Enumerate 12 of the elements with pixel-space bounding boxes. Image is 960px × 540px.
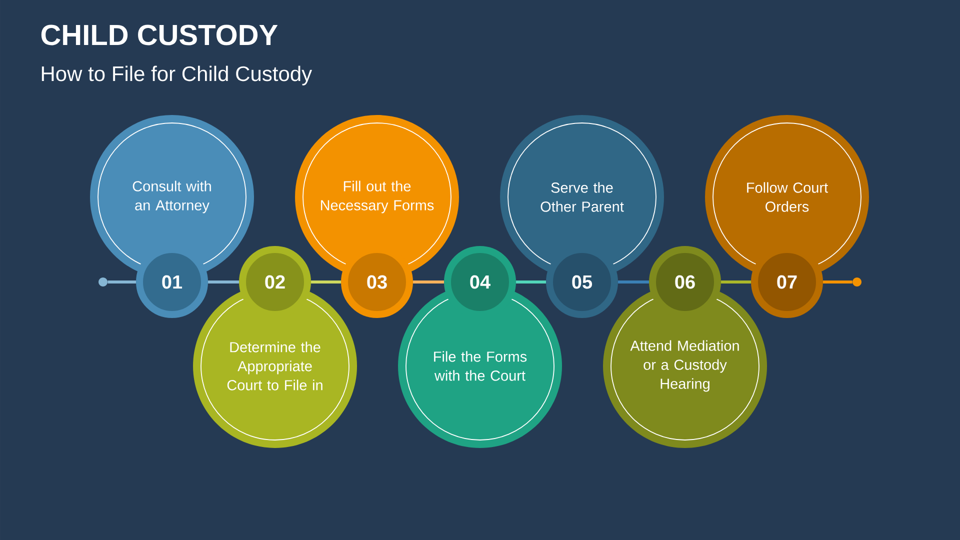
timeline-line bbox=[208, 280, 239, 284]
timeline-line bbox=[721, 280, 751, 284]
timeline-line bbox=[516, 280, 546, 284]
subtitle: How to File for Child Custody bbox=[42, 66, 312, 86]
timeline-line bbox=[823, 280, 852, 284]
dot bbox=[852, 278, 862, 286]
timeline-line bbox=[108, 280, 136, 284]
dot bbox=[98, 278, 108, 286]
title: CHILD CUSTODY bbox=[41, 24, 278, 46]
timeline-line bbox=[311, 280, 341, 284]
timeline-line bbox=[413, 280, 444, 284]
timeline-line bbox=[618, 280, 649, 284]
